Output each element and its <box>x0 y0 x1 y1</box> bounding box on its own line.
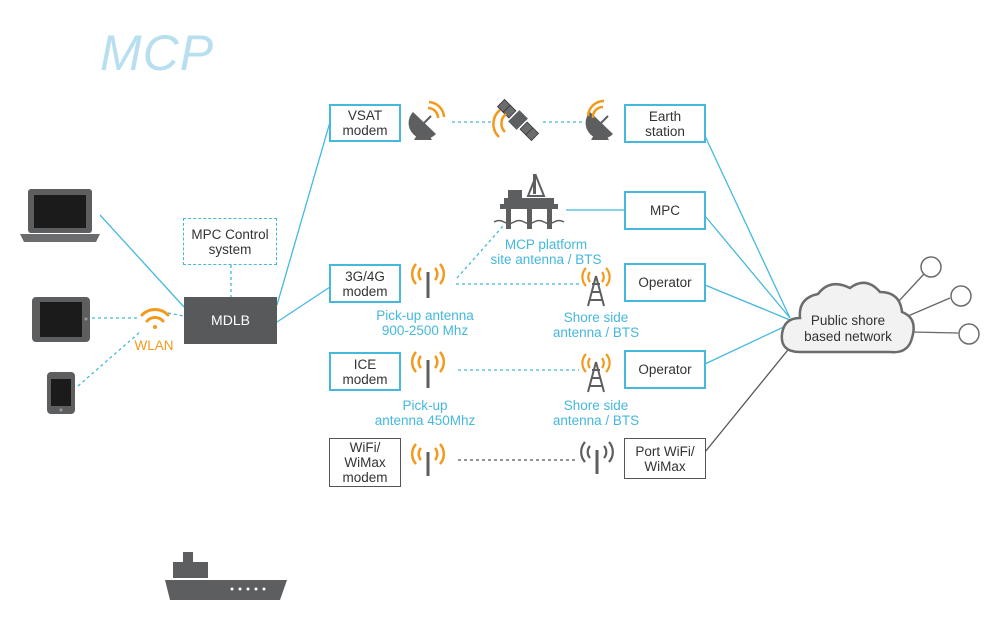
earth-station-box: Earth station <box>624 104 706 143</box>
cloud-icon <box>780 281 915 354</box>
network-node-3 <box>958 323 980 345</box>
ship-icon <box>165 552 287 600</box>
oil-platform-icon <box>493 173 565 229</box>
link-operator2-cloud <box>704 323 791 365</box>
connection-lines <box>77 121 959 461</box>
link-cloud-node-3 <box>911 331 959 334</box>
3g4g-modem-box: 3G/4G modem <box>329 264 401 303</box>
antenna-icon-port <box>580 441 614 474</box>
link-mdlb-vsat <box>276 121 331 306</box>
network-node-1 <box>920 256 942 278</box>
link-cloud-node-2 <box>907 297 951 317</box>
link-mpc-cloud <box>704 215 791 319</box>
tablet-icon <box>32 297 90 342</box>
shore-antenna-label-1: Shore side antenna / BTS <box>552 310 640 340</box>
link-mdlb-3g4g <box>276 286 331 323</box>
antenna-icon-wifi <box>411 443 445 476</box>
wifi-wimax-modem-box: WiFi/ WiMax modem <box>329 438 401 487</box>
wifi-icon <box>140 308 170 329</box>
satellite-dish-icon <box>408 100 446 140</box>
network-node-2 <box>950 285 972 307</box>
link-earth-cloud <box>704 135 791 319</box>
link-operator1-cloud <box>704 284 791 321</box>
mpc-control-system-box: MPC Control system <box>183 218 277 265</box>
public-network-label: Public shore based network <box>804 313 892 344</box>
satellite-dish-icon-earth <box>585 99 613 140</box>
link-port-cloud <box>704 339 797 453</box>
cell-tower-icon-2 <box>581 353 611 393</box>
vsat-modem-box: VSAT modem <box>329 104 401 142</box>
shore-antenna-label-2: Shore side antenna / BTS <box>552 398 640 428</box>
diagram-title: MCP <box>100 25 215 81</box>
wlan-label: WLAN <box>134 338 174 353</box>
pickup-antenna-label-1: Pick-up antenna 900-2500 Mhz <box>376 308 474 338</box>
smartphone-icon <box>47 372 75 414</box>
cell-tower-icon-1 <box>581 267 611 307</box>
laptop-icon <box>20 189 100 242</box>
pickup-antenna-label-2: Pick-up antenna 450Mhz <box>374 398 476 428</box>
operator-box-2: Operator <box>624 350 706 389</box>
port-wifi-wimax-box: Port WiFi/ WiMax <box>624 438 706 479</box>
operator-box-1: Operator <box>624 263 706 302</box>
satellite-icon <box>496 98 540 142</box>
link-cloud-node-1 <box>897 273 925 303</box>
antenna-icon-ice <box>411 351 445 388</box>
network-nodes <box>920 256 980 345</box>
link-wlan-mdlb <box>167 312 185 317</box>
satellite-signal-icon <box>492 109 507 138</box>
platform-antenna-label: MCP platform site antenna / BTS <box>490 237 602 267</box>
link-phone-wlan <box>77 331 141 387</box>
link-laptop-mdlb <box>99 214 185 308</box>
antenna-icon-3g4g <box>411 263 445 298</box>
ice-modem-box: ICE modem <box>329 352 401 391</box>
mdlb-box: MDLB <box>184 297 277 344</box>
mpc-box: MPC <box>624 191 706 230</box>
